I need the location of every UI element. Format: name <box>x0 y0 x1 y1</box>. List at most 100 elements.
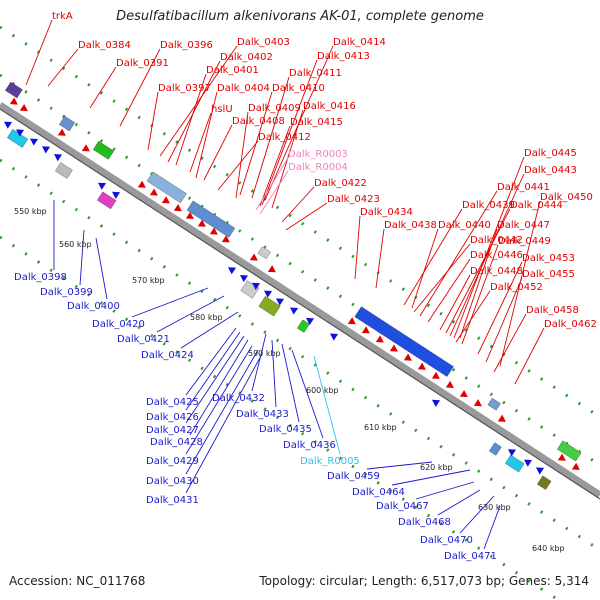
leader-line <box>119 48 161 127</box>
forward-arrow-22 <box>459 389 468 398</box>
genome-summary: Topology: circular; Length: 6,517,073 bp… <box>259 574 589 588</box>
leader-line <box>195 91 218 179</box>
gene-label: Dalk_0402 <box>220 52 273 63</box>
gene-label: Dalk_0431 <box>146 495 199 506</box>
upper-block-4 <box>186 200 236 238</box>
leader-line <box>175 73 207 166</box>
gene-label: Dalk_0424 <box>141 350 194 361</box>
leader-line <box>485 277 523 363</box>
reverse-arrow-7 <box>228 267 237 275</box>
gene-label: Dalk_0470 <box>420 535 473 546</box>
forward-arrow-11 <box>221 235 230 243</box>
forward-arrow-23 <box>473 399 482 407</box>
gene-label: Dalk_0468 <box>398 517 451 528</box>
leader-line <box>366 461 433 470</box>
leader-line <box>261 59 318 206</box>
leader-line <box>159 45 238 157</box>
forward-arrow-12 <box>249 253 258 261</box>
lower-block-7 <box>505 454 525 473</box>
scale-tick-label: 580 kbp <box>190 313 223 322</box>
reverse-arrow-12 <box>290 307 299 315</box>
gene-label: Dalk_0434 <box>360 207 413 218</box>
reverse-arrow-0 <box>4 121 13 129</box>
leader-line <box>185 349 259 475</box>
lower-block-6 <box>489 442 502 456</box>
gene-features <box>4 81 582 490</box>
forward-arrow-2 <box>57 128 66 136</box>
gene-label: Dalk_0430 <box>146 476 199 487</box>
gene-label: Dalk_0413 <box>317 51 370 62</box>
leader-line <box>281 186 315 223</box>
leader-line <box>251 333 267 392</box>
upper-block-2 <box>93 140 115 160</box>
leader-line <box>185 345 253 455</box>
forward-arrow-19 <box>417 362 426 370</box>
leader-line <box>147 91 159 151</box>
gene-label: Dalk_0414 <box>333 37 386 48</box>
gene-label: Dalk_0420 <box>92 319 145 330</box>
forward-arrow-18 <box>403 353 412 361</box>
gene-label: Dalk_R0004 <box>288 162 348 173</box>
leader-line <box>313 355 341 455</box>
gene-label: Dalk_0423 <box>327 194 380 205</box>
scale-tick-label: 570 kbp <box>132 276 165 285</box>
leader-line <box>411 228 439 309</box>
gene-label: Dalk_0397 <box>158 83 211 94</box>
gene-label: Dalk_0421 <box>117 334 170 345</box>
gene-label: Dalk_0446 <box>470 250 523 261</box>
gene-label: Dalk_0450 <box>540 192 593 203</box>
gene-label: Dalk_0445 <box>524 148 577 159</box>
scale-tick-label: 590 kbp <box>248 349 281 358</box>
leader-line <box>419 190 498 317</box>
lower-block-5 <box>297 319 310 333</box>
gene-label: Dalk_0436 <box>283 440 336 451</box>
gene-label: Dalk_R0003 <box>288 149 348 160</box>
leader-line <box>131 287 209 318</box>
lower-block-4 <box>258 296 281 317</box>
label-leader-lines <box>25 19 545 550</box>
reverse-arrow-1 <box>15 129 25 137</box>
accession-text: Accession: NC_011768 <box>9 574 146 588</box>
gene-label: Dalk_0458 <box>526 305 579 316</box>
page-title: Desulfatibacillum alkenivorans AK-01, co… <box>116 9 484 24</box>
forward-arrow-17 <box>389 344 398 352</box>
lower-block-1 <box>55 162 73 179</box>
reverse-arrow-5 <box>98 182 107 190</box>
leader-line <box>354 215 361 280</box>
leader-line <box>459 228 498 339</box>
gene-label: Dalk_0427 <box>146 425 199 436</box>
reverse-arrow-14 <box>330 333 339 341</box>
gene-label: Dalk_0471 <box>444 551 497 562</box>
gene-label: Dalk_0409 <box>248 103 301 114</box>
gene-label: Dalk_0415 <box>290 117 343 128</box>
leader-line <box>79 229 85 286</box>
gene-label: Dalk_0447 <box>497 220 550 231</box>
leader-line <box>95 237 108 300</box>
reverse-arrow-13 <box>306 317 315 326</box>
forward-arrow-3 <box>81 144 90 152</box>
leader-line <box>259 170 289 215</box>
forward-arrow-9 <box>197 219 206 227</box>
gene-label: Dalk_0462 <box>544 319 597 330</box>
forward-arrow-13 <box>267 265 276 273</box>
upper-block-6 <box>354 306 454 377</box>
forward-arrow-0 <box>9 97 18 105</box>
leader-line <box>291 349 324 439</box>
gene-label: Dalk_0399 <box>40 287 93 298</box>
leader-line <box>281 343 300 423</box>
forward-arrow-1 <box>19 103 28 112</box>
leader-line <box>413 243 471 313</box>
leader-line <box>375 228 385 289</box>
gene-label: Dalk_0452 <box>490 282 543 293</box>
scale-tick-label: 640 kbp <box>532 544 565 553</box>
scale-tick-label: 550 kbp <box>14 207 47 216</box>
leader-line <box>415 481 475 500</box>
gene-label: Dalk_0401 <box>206 65 259 76</box>
backbone-shadow <box>0 108 600 500</box>
leader-line <box>455 290 491 343</box>
reverse-arrow-18 <box>536 467 545 475</box>
gene-label: Dalk_0412 <box>258 132 311 143</box>
gene-label: Dalk_0403 <box>237 37 290 48</box>
